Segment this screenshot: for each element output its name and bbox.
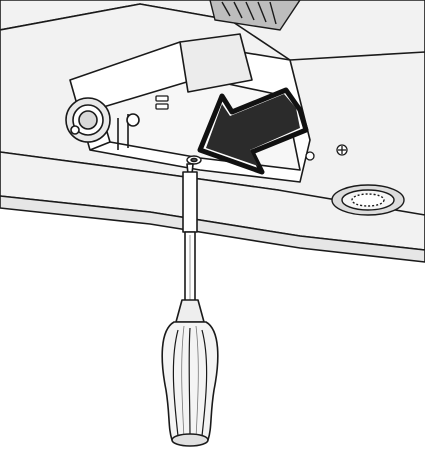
screwdriver-icon (161, 163, 219, 447)
direction-arrow-icon (197, 87, 309, 175)
screwdriver-shaft (182, 171, 198, 233)
lens-icon (65, 97, 140, 143)
lower-skirt (0, 195, 425, 263)
projector-body (0, 0, 425, 263)
side-screw-icon (305, 144, 348, 161)
cover-latch (155, 95, 169, 110)
vent-grille (209, 0, 301, 31)
foot-icon (331, 184, 405, 216)
screw-icon (186, 155, 202, 165)
